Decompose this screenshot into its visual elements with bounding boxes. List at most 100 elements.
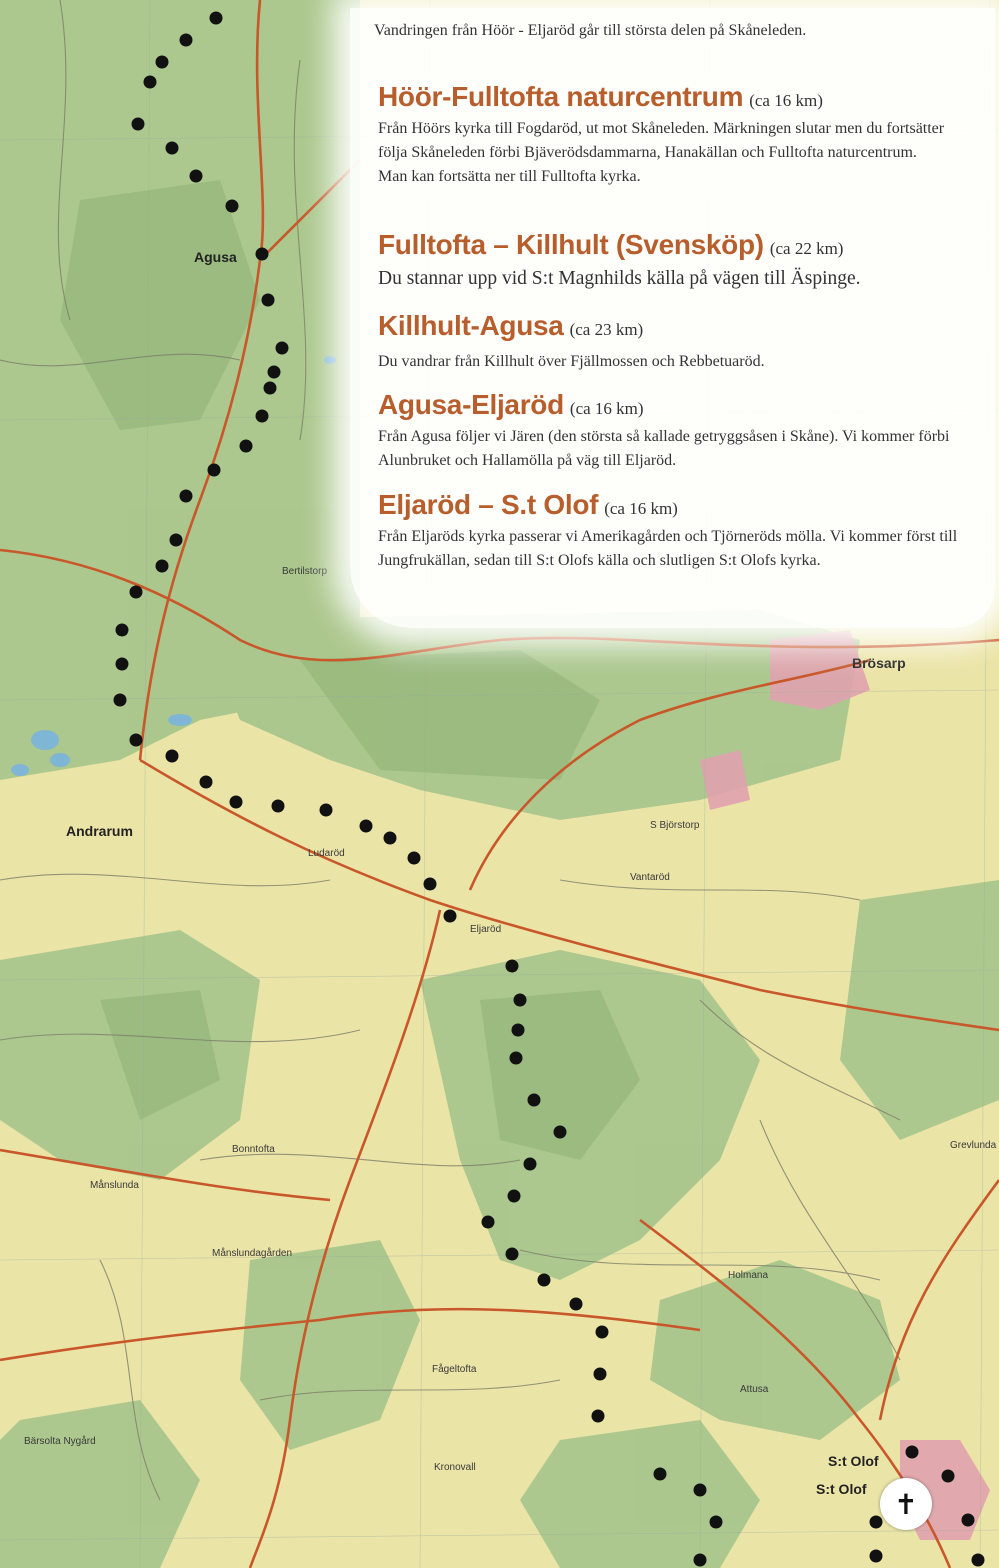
trail-dot [261,293,275,307]
trail-dot [255,409,269,423]
route-distance: (ca 16 km) [749,91,823,110]
route-killhult-agusa: Killhult-Agusa (ca 23 km) Du vandrar frå… [378,310,978,374]
trail-dot [255,247,269,261]
place-eljarod: Eljaröd [470,924,501,935]
place-manslundagarden: Månslundagården [212,1247,292,1259]
route-description: Från Höörs kyrka till Fogdaröd, ut mot S… [378,119,945,185]
route-description: Från Agusa följer vi Jären (den största … [378,427,950,469]
latin-cross-icon: ✝ [894,1487,918,1521]
place-kronovall: Kronovall [434,1462,476,1473]
trail-dot [199,775,213,789]
trail-dot [511,1023,525,1037]
trail-dot [507,1189,521,1203]
trail-dot [209,11,223,25]
place-holmana: Holmana [728,1270,768,1281]
trail-dot [263,381,277,395]
route-distance: (ca 22 km) [769,239,844,258]
route-info-panel [350,8,995,628]
route-hoor-fulltofta: Höör-Fulltofta naturcentrum (ca 16 km) F… [378,81,978,189]
trail-dot [527,1093,541,1107]
church-icon: ✝ [880,1478,932,1530]
route-name: Agusa-Eljaröd [378,389,564,420]
trail-dot [443,909,457,923]
trail-dot [505,1247,519,1261]
trail-dot [131,117,145,131]
trail-dot [155,55,169,69]
trail-dot [595,1325,609,1339]
trail-dot [869,1549,883,1563]
trail-dot [971,1553,985,1567]
trail-dot [523,1157,537,1171]
trail-dot [225,199,239,213]
trail-dot [207,463,221,477]
place-bonntofta: Bonntofta [232,1144,275,1155]
place-barsolta: Bärsolta Nygård [24,1435,96,1447]
trail-dot [383,831,397,845]
trail-dot [509,1051,523,1065]
place-agusa: Agusa [194,249,237,265]
trail-dot [165,141,179,155]
place-fageltofta: Fågeltofta [432,1363,477,1375]
trail-dot [239,439,253,453]
place-manslunda: Månslunda [90,1179,139,1191]
trail-dot [423,877,437,891]
route-distance: (ca 16 km) [569,399,644,418]
trail-dot [155,559,169,573]
trail-dot [129,733,143,747]
place-stolof: S:t Olof [828,1453,879,1469]
trail-dot [115,657,129,671]
route-description: Du vandrar från Killhult över Fjällmosse… [378,352,765,370]
trail-dot [593,1367,607,1381]
trail-dot [189,169,203,183]
trail-dot [653,1467,667,1481]
route-description: Du stannar upp vid S:t Magnhilds källa p… [378,267,861,289]
trail-dot [169,533,183,547]
place-grevlunda: Grevlunda [950,1140,997,1151]
route-agusa-eljarod: Agusa-Eljaröd (ca 16 km) Från Agusa följ… [378,389,978,473]
trail-dot [481,1215,495,1229]
trail-dot [267,365,281,379]
trail-dot [165,749,179,763]
intro-text: Vandringen från Höör - Eljaröd går till … [374,22,807,39]
route-distance: (ca 23 km) [569,320,644,339]
trail-dot [271,799,285,813]
trail-dot [513,993,527,1007]
trail-dot [179,489,193,503]
place-bertilstorp: Bertilstorp [282,566,327,577]
trail-dot [869,1515,883,1529]
trail-dot [693,1553,707,1567]
trail-dots [113,11,985,1567]
place-bjorstorp: S Björstorp [650,820,700,831]
trail-dot [143,75,157,89]
route-fulltofta-killhult: Fulltofta – Killhult (Svensköp) (ca 22 k… [378,229,978,292]
route-name: Fulltofta – Killhult (Svensköp) [378,229,764,260]
place-attusa: Attusa [740,1384,769,1395]
trail-dot [553,1125,567,1139]
trail-dot [113,693,127,707]
trail-dot [229,795,243,809]
trail-dot [591,1409,605,1423]
trail-dot [115,623,129,637]
route-name: Killhult-Agusa [378,310,564,341]
place-ludarod: Ludaröd [308,848,345,859]
trail-dot [693,1483,707,1497]
trail-dot [179,33,193,47]
trail-dot [537,1273,551,1287]
trail-dot [275,341,289,355]
trail-dot [129,585,143,599]
trail-dot [319,803,333,817]
trail-dot [407,851,421,865]
trail-dot [709,1515,723,1529]
route-eljarod-stolof: Eljaröd – S.t Olof (ca 16 km) Från Eljar… [378,489,978,573]
place-vantarod: Vantaröd [630,872,670,883]
route-distance: (ca 16 km) [604,499,678,518]
route-name: Eljaröd – S.t Olof [378,489,599,520]
place-andrarum: Andrarum [66,823,133,839]
trail-dot [359,819,373,833]
lakes [11,356,336,776]
trail-dot [941,1469,955,1483]
trail-dot [569,1297,583,1311]
place-stolof-2: S:t Olof [816,1481,867,1497]
